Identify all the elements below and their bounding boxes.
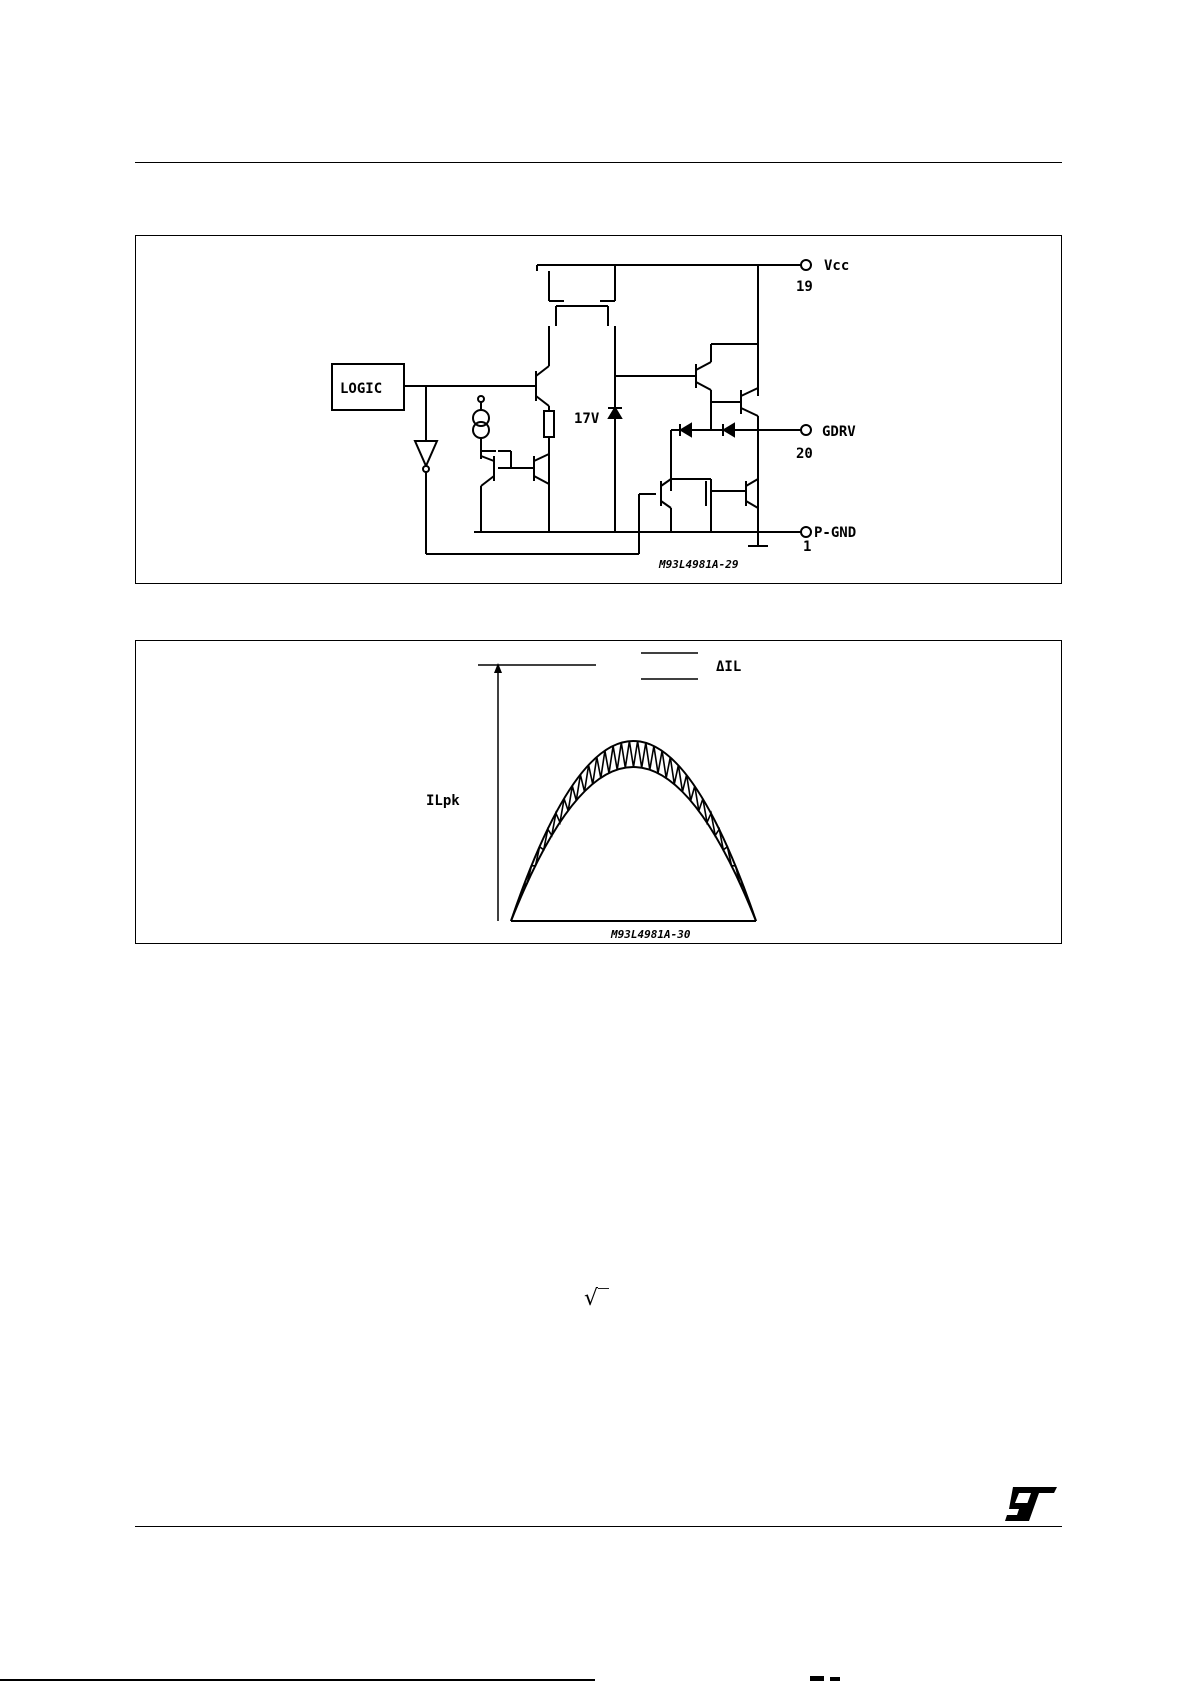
figure1-code: M93L4981A-29: [658, 558, 739, 571]
figure-inductor-current: ILpk ΔIL M93L4981A-30: [135, 640, 1062, 944]
footer-edge-line: [0, 1679, 595, 1681]
pgnd-label: P-GND: [814, 525, 856, 541]
inner-envelope: [511, 767, 756, 921]
footer-edge-mark: [810, 1676, 824, 1681]
gdrv-pin-number: 20: [796, 446, 813, 462]
figure-gate-driver-schematic: LOGIC 17V Vcc 19 GDRV 20 P-GND 1 M93L498…: [135, 235, 1062, 584]
gdrv-label: GDRV: [822, 424, 856, 440]
peak-label: ILpk: [426, 793, 460, 809]
header-rule: [135, 162, 1062, 163]
schematic-svg: LOGIC 17V Vcc 19 GDRV 20 P-GND 1 M93L498…: [136, 236, 1063, 585]
pgnd-pin-number: 1: [803, 539, 811, 555]
square-root-symbol: √‾: [584, 1288, 609, 1310]
figure2-code: M93L4981A-30: [610, 928, 691, 941]
vcc-pin-number: 19: [796, 279, 813, 295]
footer-edge-mark-2: [830, 1677, 840, 1681]
footer-rule: [135, 1526, 1062, 1527]
zener-label: 17V: [574, 411, 600, 427]
vcc-label: Vcc: [824, 258, 849, 274]
pin-vcc-terminal: [801, 260, 811, 270]
logic-label: LOGIC: [340, 381, 382, 397]
ripple-label: ΔIL: [716, 659, 741, 675]
pin-pgnd-terminal: [801, 527, 811, 537]
pin-gdrv-terminal: [801, 425, 811, 435]
st-logo-icon: [1005, 1487, 1057, 1521]
resistor: [544, 411, 554, 437]
waveform-svg: ILpk ΔIL M93L4981A-30: [136, 641, 1063, 945]
